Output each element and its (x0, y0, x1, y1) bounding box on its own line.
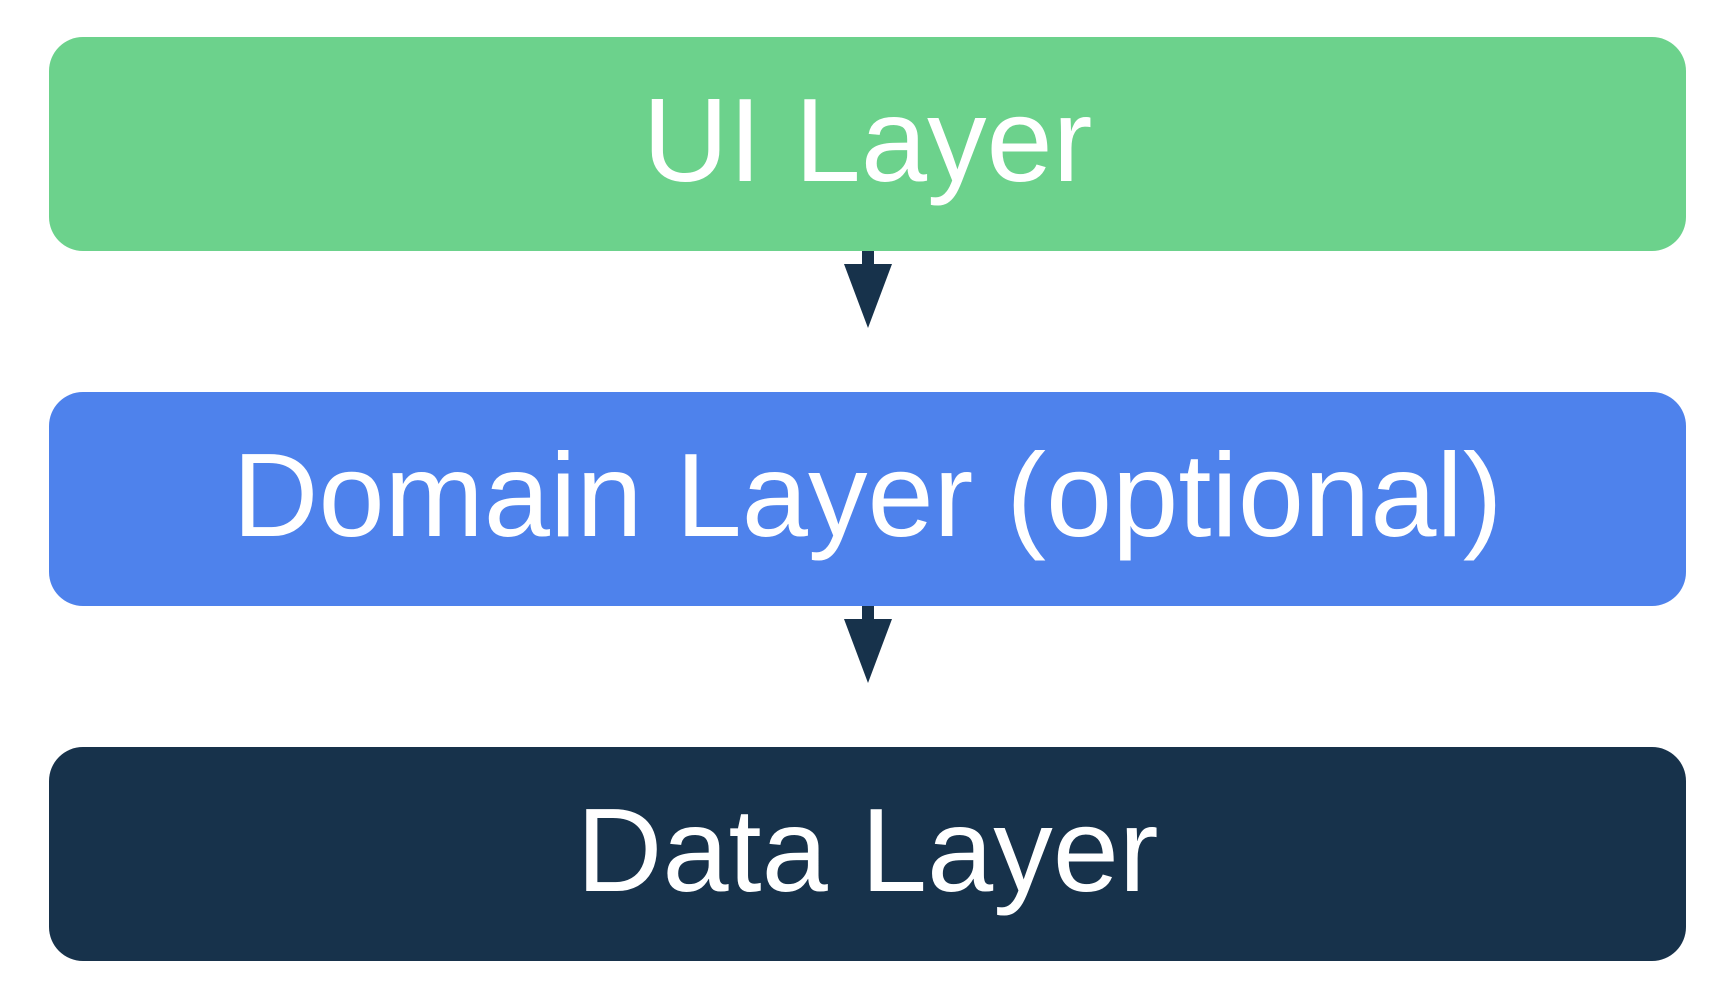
layer-label-data: Data Layer (576, 783, 1159, 917)
arrow-down-icon (843, 619, 892, 747)
layer-box-domain: Domain Layer (optional) (49, 392, 1686, 606)
layer-label-ui: UI Layer (642, 73, 1093, 207)
layer-label-domain: Domain Layer (optional) (232, 428, 1503, 562)
layer-box-ui: UI Layer (49, 37, 1686, 251)
arrow-ui-to-domain (49, 251, 1686, 392)
arrow-shaft (861, 606, 874, 619)
arrow-shaft (861, 251, 874, 264)
layer-box-data: Data Layer (49, 747, 1686, 961)
arrow-domain-to-data (49, 606, 1686, 747)
arrow-down-icon (843, 264, 892, 392)
